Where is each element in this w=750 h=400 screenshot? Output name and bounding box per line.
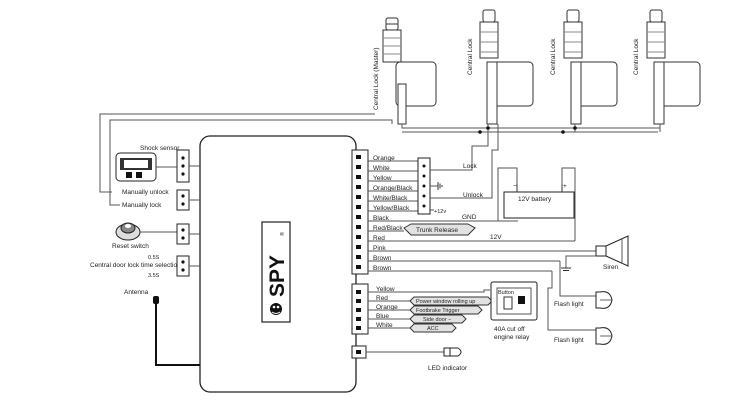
main-connector-pins: [356, 155, 361, 269]
wire-lock: [440, 124, 489, 171]
actuator-4-label: Central Lock: [633, 38, 640, 75]
actuator-master: [382, 17, 437, 125]
acc-label: ACC: [427, 326, 439, 332]
v12-label: 12V: [490, 234, 502, 241]
side-door-tag: [409, 314, 467, 324]
unlock-label: Unlock: [463, 192, 484, 199]
aux-wire-label-3: Orange: [376, 304, 398, 311]
wire-label-5: White/Black: [373, 195, 408, 202]
battery-minus: −: [513, 183, 517, 190]
relay-label-line2: engine relay: [494, 334, 530, 341]
brand-logo: SPY: [266, 255, 289, 297]
top-wire-lines: [368, 160, 596, 272]
door-lock-time-label: Central door lock time selection: [90, 262, 181, 269]
aux-wire-label-1: Yellow: [376, 286, 395, 293]
relay-inner-label: Button: [498, 290, 514, 296]
manual-lock-label: Manually lock: [122, 202, 162, 209]
flash-light-2-icon: [595, 327, 613, 345]
shock-sensor-label: Shock sensor: [140, 145, 180, 152]
aux-connector-pins: [356, 290, 361, 330]
wire-manual-lock-bus: [109, 119, 393, 206]
top-wire-labels: Orange White Yellow Orange/Black White/B…: [373, 155, 413, 272]
wire-label-6: Yellow/Black: [373, 205, 410, 212]
flash-light-1-label: Flash light: [554, 301, 584, 308]
aux-wire-label-2: Red: [376, 295, 388, 302]
wire-label-8: Red/Black: [373, 225, 403, 232]
manual-lock-connector: [176, 189, 190, 211]
time-jumper-connector: [176, 255, 190, 277]
led-indicator-icon: [443, 347, 462, 357]
wire-label-11: Brown: [373, 255, 392, 262]
wire-manual-unlock-bus: [99, 113, 375, 193]
relay-coil-icon: [503, 296, 513, 310]
time-short-label: 0.5S: [148, 255, 160, 261]
wire-label-3: Yellow: [373, 175, 392, 182]
time-long-label: 3.5S: [148, 273, 160, 279]
acc-tag: [409, 323, 457, 333]
actuator-2-label: Central Lock: [467, 38, 474, 75]
wire-label-12: Brown: [373, 265, 392, 272]
battery-label: 12V battery: [518, 196, 552, 203]
registered-mark: ®: [279, 232, 286, 236]
actuator-1-label: Central Lock (Master): [373, 48, 380, 111]
wire-actuator-bus-1: [401, 124, 661, 129]
flash-light-1-icon: [595, 291, 613, 309]
actuator-4: [646, 9, 701, 125]
side-door-label: Side door −: [423, 317, 451, 323]
siren-icon: [595, 235, 629, 267]
wire-label-10: Pink: [373, 245, 386, 252]
flash-light-2-label: Flash light: [554, 337, 584, 344]
ground-icon: [430, 182, 443, 190]
aux-wire-label-4: Blue: [376, 313, 389, 320]
battery-plus: +: [563, 183, 567, 190]
bottom-wire-lines: [368, 289, 490, 329]
wire-label-1: Orange: [373, 155, 395, 162]
bottom-wire-labels: Yellow Red Orange Blue White: [376, 286, 398, 329]
lock-label: Lock: [463, 163, 477, 170]
shock-sensor-icon: [115, 152, 157, 182]
wire-label-7: Black: [373, 215, 390, 222]
antenna-wire: [155, 300, 200, 366]
actuator-3: [563, 9, 618, 125]
trunk-release-label: Trunk Release: [416, 227, 458, 234]
brand-mascot-icon: [270, 303, 282, 315]
wire-label-4: Orange/Black: [373, 185, 413, 192]
plus12v-label: +12v: [434, 209, 446, 215]
manual-unlock-label: Manually unlock: [122, 189, 169, 196]
gnd-label: GND: [462, 214, 477, 221]
battery-box: [503, 191, 575, 219]
aux-wire-label-5: White: [376, 322, 393, 329]
reset-switch-label: Reset switch: [112, 243, 149, 250]
wire-label-2: White: [373, 165, 390, 172]
relay-label-line1: 40A cut off: [494, 326, 525, 333]
trunk-release-tag: [403, 223, 476, 236]
siren-label: Siren: [603, 264, 619, 271]
led-label: LED indicator: [428, 365, 468, 372]
antenna-icon: [153, 296, 159, 304]
main-connector: [351, 149, 369, 275]
reset-switch-connector: [176, 223, 190, 245]
footbrake-tag: [409, 305, 483, 315]
footbrake-label: Footbrake Trigger: [416, 308, 460, 314]
actuator-2: [479, 9, 534, 125]
wire-unlock: [440, 124, 499, 199]
wire-label-9: Red: [373, 235, 385, 242]
reset-switch-icon: [115, 222, 141, 241]
actuator-3-label: Central Lock: [550, 38, 557, 75]
power-window-label: Power window rolling up: [416, 299, 475, 305]
antenna-label: Antenna: [124, 289, 149, 296]
